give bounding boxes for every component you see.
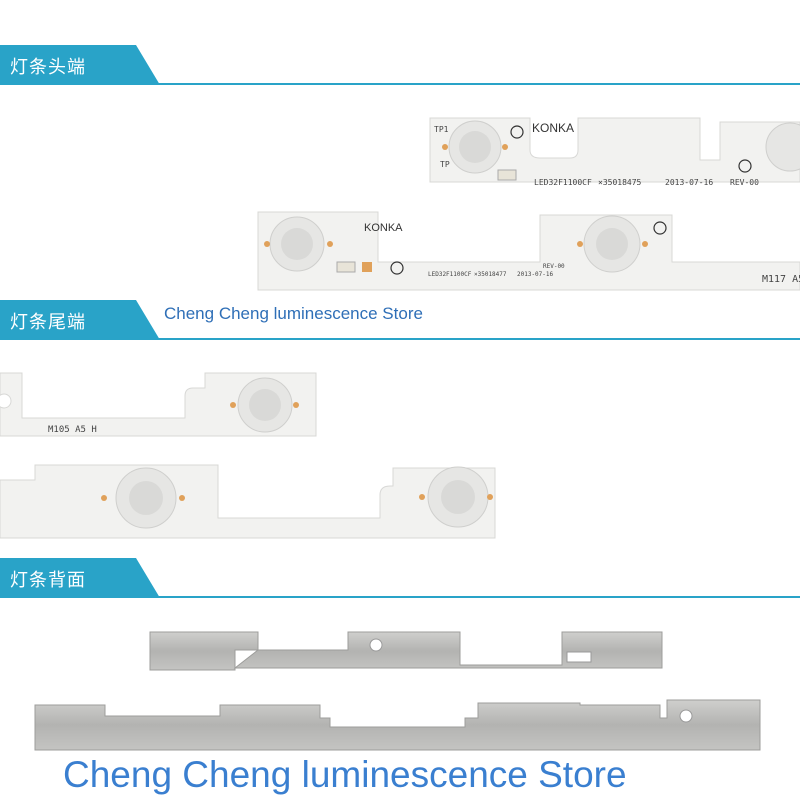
revision-text: REV-00 [543,263,565,270]
date-text: 2013-07-16 [517,271,554,278]
test-point-label: TP [440,160,450,169]
section-header-tail: 灯条尾端 [0,300,800,340]
section-header-back: 灯条背面 [0,558,800,598]
marking-text: M105 A5 H [48,425,97,435]
section-divider [150,596,800,598]
section-divider [150,338,800,340]
section-tab [0,300,160,340]
section-label: 灯条尾端 [10,312,86,333]
brand-text: KONKA [532,121,574,135]
date-text: 2013-07-16 [665,178,713,187]
store-name-watermark: Cheng Cheng luminescence Store [63,754,627,795]
model-text: LED32F1100CF [428,271,472,278]
serial-text: ×35018477 [474,271,507,278]
marking-text: M117 A5 [762,274,800,285]
store-name-label: Cheng Cheng luminescence Store [164,304,423,323]
test-point-label: TP1 [434,125,449,134]
section-tab [0,558,160,598]
serial-text: ×35018475 [598,178,642,187]
revision-text: REV-00 [730,178,759,187]
section-tab [0,45,160,85]
section-label: 灯条背面 [10,570,86,591]
section-label: 灯条头端 [10,57,86,78]
section-divider [150,83,800,85]
model-text: LED32F1100CF [534,178,592,187]
brand-text: KONKA [364,222,403,234]
section-header-head: 灯条头端 [0,45,800,85]
